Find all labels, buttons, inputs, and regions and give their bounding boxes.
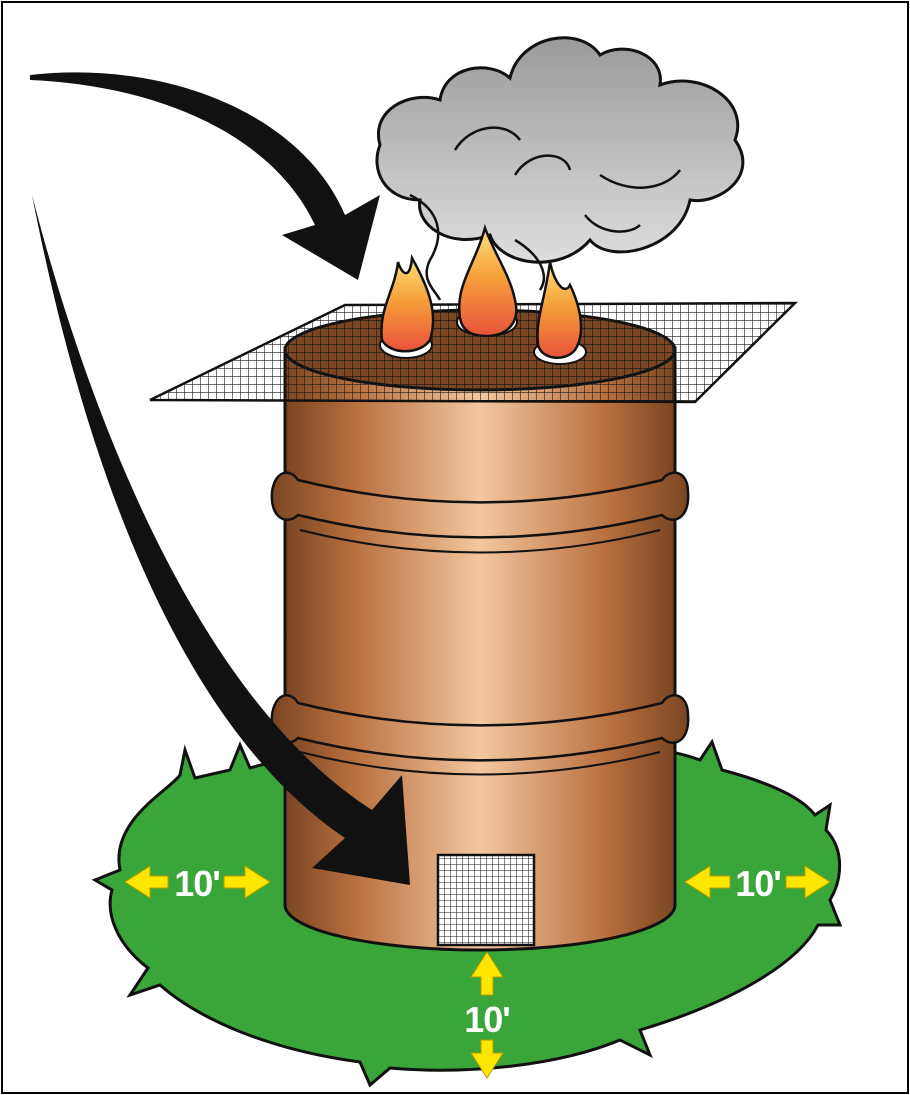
right-clearance-label: 10' (735, 863, 781, 904)
front-clearance-label: 10' (464, 999, 510, 1040)
left-clearance-label: 10' (174, 863, 220, 904)
vent-screen (438, 855, 534, 945)
